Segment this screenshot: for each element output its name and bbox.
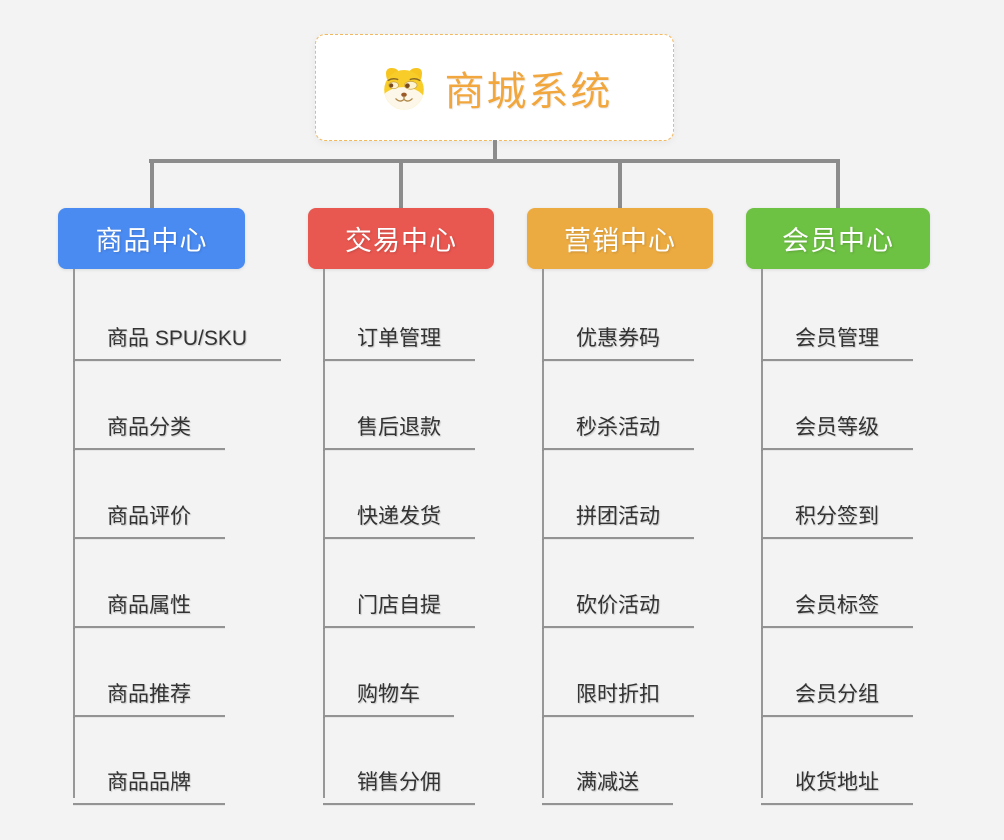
branch-label: 商品中心 (95, 226, 208, 256)
child-item-label: 秒杀活动 (576, 416, 660, 439)
child-item-label: 会员标签 (795, 594, 879, 617)
child-item-label: 优惠券码 (576, 327, 660, 350)
branch-node[interactable]: 交易中心 (308, 208, 494, 269)
child-item-label: 满减送 (576, 771, 639, 794)
child-item[interactable]: 商品分类 (73, 399, 225, 450)
child-item-label: 商品 SPU/SKU (107, 327, 248, 350)
child-item-label: 商品品牌 (107, 771, 191, 794)
child-item[interactable]: 收货地址 (761, 754, 913, 805)
branch-label: 交易中心 (345, 226, 457, 256)
branch-trunk-line (542, 269, 544, 798)
child-item-label: 订单管理 (357, 327, 441, 350)
child-item[interactable]: 会员等级 (761, 399, 913, 450)
child-item[interactable]: 订单管理 (323, 310, 475, 361)
child-item-label: 售后退款 (357, 416, 441, 439)
child-item-label: 会员管理 (795, 327, 879, 350)
connector-branch-vertical (149, 159, 154, 208)
child-item[interactable]: 商品推荐 (73, 666, 225, 717)
doge-icon (383, 67, 424, 110)
connector-horizontal (149, 159, 840, 163)
root-node[interactable]: 商城系统 (315, 34, 674, 141)
child-item-label: 积分签到 (795, 505, 879, 528)
child-item[interactable]: 秒杀活动 (542, 399, 694, 450)
child-item[interactable]: 商品 SPU/SKU (73, 310, 282, 361)
child-item[interactable]: 售后退款 (323, 399, 475, 450)
root-title: 商城系统 (444, 69, 613, 114)
branch-trunk-line (761, 269, 763, 798)
branch-node[interactable]: 营销中心 (527, 208, 713, 269)
child-item[interactable]: 销售分佣 (323, 754, 475, 805)
connector-branch-vertical (836, 159, 840, 208)
child-item[interactable]: 会员分组 (761, 666, 913, 717)
child-item[interactable]: 快递发货 (323, 488, 475, 539)
child-item[interactable]: 会员管理 (761, 310, 913, 361)
branch-label: 会员中心 (782, 226, 894, 256)
child-item-label: 收货地址 (795, 771, 879, 794)
connector-branch-vertical (618, 159, 622, 208)
connector-root-stub (493, 140, 497, 161)
child-item[interactable]: 门店自提 (323, 577, 475, 628)
child-item-label: 商品评价 (107, 505, 191, 528)
child-item[interactable]: 购物车 (323, 666, 454, 717)
child-item-label: 限时折扣 (576, 683, 660, 706)
child-item[interactable]: 积分签到 (761, 488, 913, 539)
branch-node[interactable]: 会员中心 (746, 208, 930, 269)
child-item-label: 商品分类 (107, 416, 191, 439)
child-item-label: 商品推荐 (107, 683, 191, 706)
child-item-label: 拼团活动 (576, 505, 660, 528)
child-item-label: 会员等级 (795, 416, 879, 439)
branch-trunk-line (323, 269, 325, 798)
child-item[interactable]: 拼团活动 (542, 488, 694, 539)
child-item-label: 砍价活动 (576, 594, 660, 617)
child-item[interactable]: 会员标签 (761, 577, 913, 628)
branch-node[interactable]: 商品中心 (58, 208, 245, 269)
child-item[interactable]: 商品评价 (73, 488, 225, 539)
branch-label: 营销中心 (564, 226, 676, 256)
child-item-label: 快递发货 (357, 505, 441, 528)
connector-branch-vertical (399, 159, 403, 208)
child-item-label: 购物车 (357, 683, 420, 706)
child-item-label: 商品属性 (107, 594, 191, 617)
child-item[interactable]: 满减送 (542, 754, 673, 805)
child-item[interactable]: 限时折扣 (542, 666, 694, 717)
child-item-label: 会员分组 (795, 683, 879, 706)
child-item-label: 门店自提 (357, 594, 441, 617)
child-item-label: 销售分佣 (357, 771, 441, 794)
child-item[interactable]: 商品属性 (73, 577, 225, 628)
branch-trunk-line (73, 269, 75, 798)
child-item[interactable]: 砍价活动 (542, 577, 694, 628)
child-item[interactable]: 优惠券码 (542, 310, 694, 361)
child-item[interactable]: 商品品牌 (73, 754, 225, 805)
